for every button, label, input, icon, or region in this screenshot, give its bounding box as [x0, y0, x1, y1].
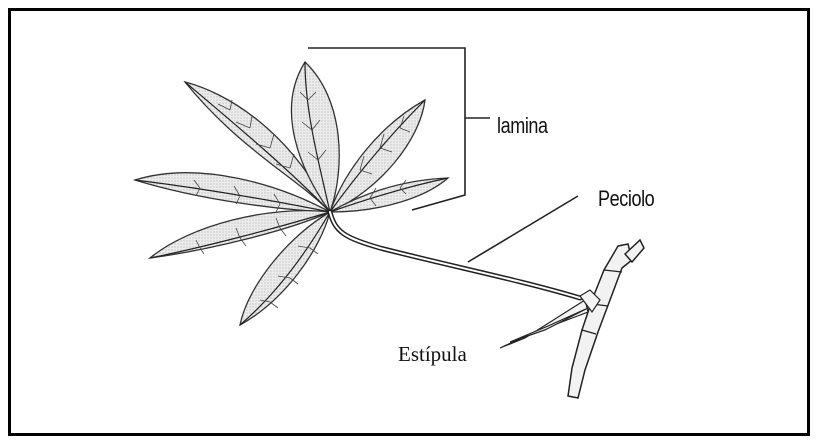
label-estipula: Estípula [398, 342, 467, 367]
label-lamina: lamina [497, 113, 548, 139]
peciolo-pointer [468, 196, 578, 262]
petiole [330, 212, 580, 298]
leaf-lobe [291, 62, 339, 212]
leaf-lamina [135, 62, 448, 325]
stem [568, 240, 644, 398]
label-peciolo: Peciolo [598, 186, 654, 212]
